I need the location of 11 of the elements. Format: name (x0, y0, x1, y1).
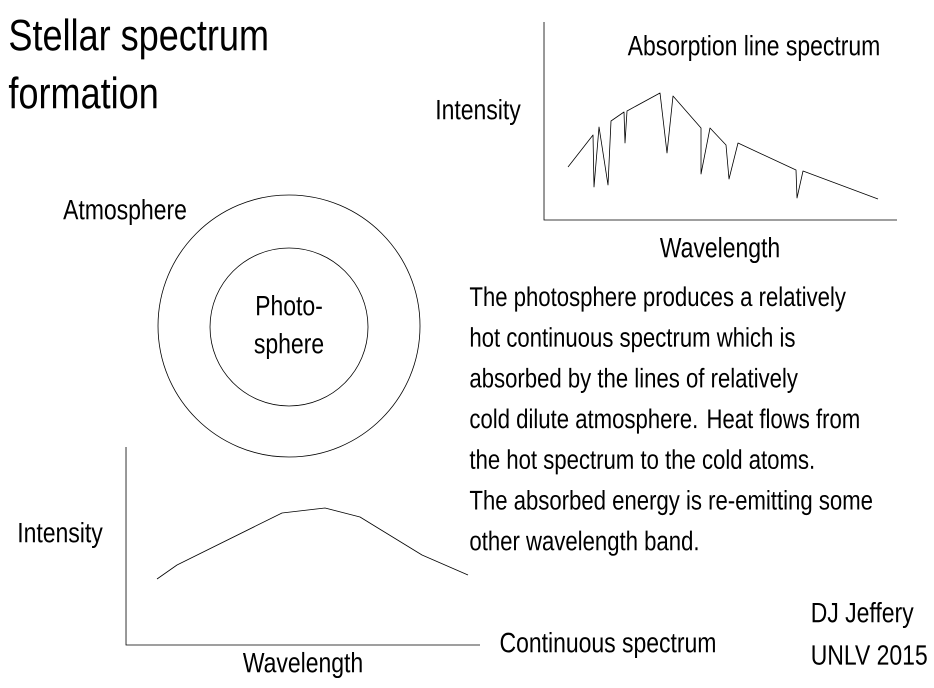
chart-title: Continuous spectrum (500, 632, 715, 658)
circle-label: Atmosphere (63, 198, 186, 226)
axis-label: Wavelength (242, 652, 362, 678)
axis-label: Wavelength (660, 236, 779, 264)
title: Stellar spectrum formation (8, 18, 267, 109)
body-text: The photosphere produces a relatively hot continuous spectrum which is absorbed by the lines of relatively cold dilute atmosphere. Heat flows from the hot spectrum to the cold atoms. The absorbed energy is re-emitting some other wavelength band. (470, 286, 872, 556)
author-credit: DJ Jeffery (812, 602, 914, 628)
axis-label: Intensity (19, 522, 103, 548)
author-credit: UNLV 2015 (812, 645, 927, 665)
chart-title: Absorption line spectrum (628, 34, 879, 62)
axis-label: Intensity (437, 98, 521, 126)
